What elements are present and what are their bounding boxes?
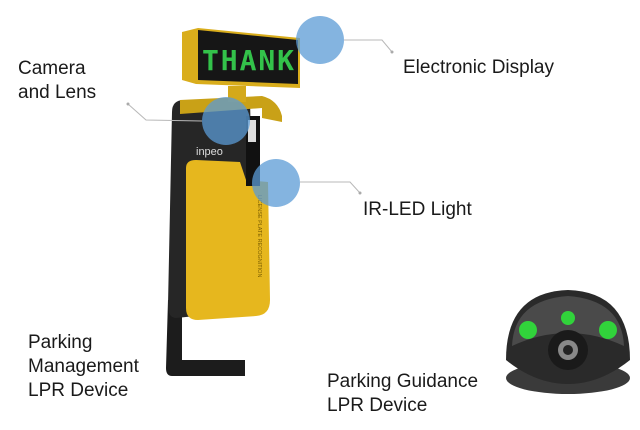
- label-pm-line3: LPR Device: [28, 380, 129, 401]
- side-text: LICENSE PLATE RECOGNITION: [256, 195, 262, 277]
- label-parking-guidance: Parking Guidance LPR Device: [327, 370, 478, 418]
- label-camera-line2: and Lens: [18, 82, 97, 103]
- label-display: Electronic Display: [403, 57, 554, 78]
- sign-screen: [198, 30, 298, 84]
- device-body-front: [186, 160, 270, 320]
- label-camera: Camera and Lens: [18, 57, 96, 105]
- label-pg-line1: Parking Guidance: [327, 371, 479, 392]
- label-camera-line1: Camera: [18, 58, 86, 79]
- label-ir-led: IR-LED Light: [363, 199, 472, 220]
- dome-camera: [506, 290, 630, 394]
- led-right: [599, 321, 617, 339]
- hotspot-ir-led[interactable]: [252, 159, 300, 207]
- label-pm-line2: Management: [28, 356, 139, 377]
- label-pm-line1: Parking: [28, 332, 93, 353]
- led-left: [519, 321, 537, 339]
- label-parking-management: Parking Management LPR Device: [28, 331, 139, 403]
- logo-text: inpeo: [196, 146, 223, 158]
- hotspot-display[interactable]: [296, 16, 344, 64]
- label-pg-line2: LPR Device: [327, 395, 428, 416]
- leader-lines: [127, 39, 393, 194]
- hotspot-camera[interactable]: [202, 97, 250, 145]
- sign-text: THANK: [202, 44, 294, 77]
- led-top: [561, 311, 575, 325]
